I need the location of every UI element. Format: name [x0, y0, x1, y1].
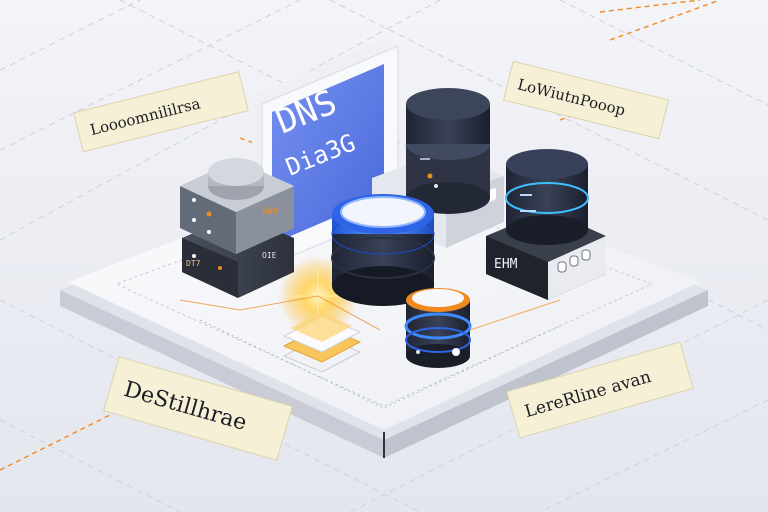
left-server-tag-2: DT7	[186, 259, 201, 268]
left-server-stack: SN8 DT7 OIE	[180, 158, 294, 298]
right-server-tag: EHM	[494, 257, 518, 272]
right-server-stack: EHM	[486, 149, 606, 300]
platform-connectors	[179, 295, 561, 331]
back-server-stack	[372, 88, 504, 248]
left-server-tag-3: OIE	[262, 251, 277, 260]
left-server-tag: SN8	[262, 207, 278, 217]
central-dns-node	[331, 194, 435, 306]
stacked-cards	[282, 312, 362, 373]
front-node	[404, 288, 472, 368]
